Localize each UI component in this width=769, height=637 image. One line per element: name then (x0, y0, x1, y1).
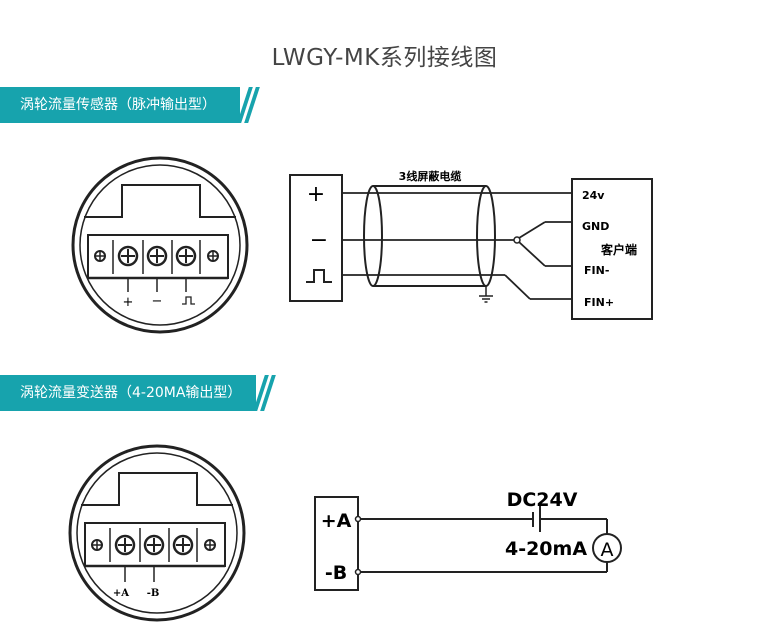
sensor-face-pulse: + − (71, 156, 249, 334)
cable-label: 3线屏蔽电缆 (399, 169, 462, 183)
box-label-minus: − (310, 228, 328, 253)
terminal-label-plus-a: +A (113, 588, 129, 599)
section-title-analog: 涡轮流量变送器（4-20MA输出型） (20, 385, 242, 401)
box-label-plus: + (307, 182, 325, 207)
terminal-label-plus: + (123, 295, 134, 310)
client-terminal-fin-minus: FIN- (584, 264, 609, 277)
sensor-face-analog: +A -B (68, 444, 246, 622)
mount-screw-icon (91, 539, 103, 551)
client-terminal-fin-plus: FIN+ (584, 296, 614, 309)
box-label-plus-a: +A (321, 510, 352, 532)
terminal-screw-icon (117, 245, 139, 267)
client-box-title: 客户端 (600, 242, 637, 257)
box-label-minus-b: -B (325, 562, 347, 584)
terminal-screw-icon (175, 245, 197, 267)
current-loop: A DC24V 4-20mA (354, 489, 622, 576)
section-banner-pulse: 涡轮流量传感器（脉冲输出型） (0, 87, 240, 123)
terminal-screw-icon (143, 534, 165, 556)
supply-label: DC24V (507, 489, 578, 511)
junction-node (513, 236, 521, 244)
terminal-screw-icon (172, 534, 194, 556)
mount-screw-icon (207, 250, 219, 262)
section-title-pulse: 涡轮流量传感器（脉冲输出型） (20, 97, 216, 113)
transmitter-terminal-box: +A -B (314, 496, 359, 591)
pulse-symbol-icon (182, 296, 195, 305)
client-terminal-24v: 24v (582, 189, 605, 202)
battery-icon (532, 506, 541, 532)
terminal-screw-icon (146, 245, 168, 267)
mount-screw-icon (94, 250, 106, 262)
section-banner-analog: 涡轮流量变送器（4-20MA输出型） (0, 375, 256, 411)
client-terminal-box: 24v GND 客户端 FIN- FIN+ (571, 178, 653, 320)
ground-icon (479, 295, 493, 303)
terminal-label-minus-b: -B (147, 588, 160, 599)
terminal-label-minus: − (152, 294, 163, 309)
meter-range-label: 4-20mA (505, 538, 587, 560)
terminal-screw-icon (114, 534, 136, 556)
shielded-cable: 3线屏蔽电缆 (342, 169, 572, 303)
page-title: LWGY-MK系列接线图 (271, 45, 498, 71)
pulse-symbol-icon (306, 269, 332, 283)
mount-screw-icon (204, 539, 216, 551)
client-terminal-gnd: GND (582, 220, 609, 233)
ammeter-symbol: A (601, 539, 614, 561)
sensor-terminal-box: + − (289, 174, 343, 302)
